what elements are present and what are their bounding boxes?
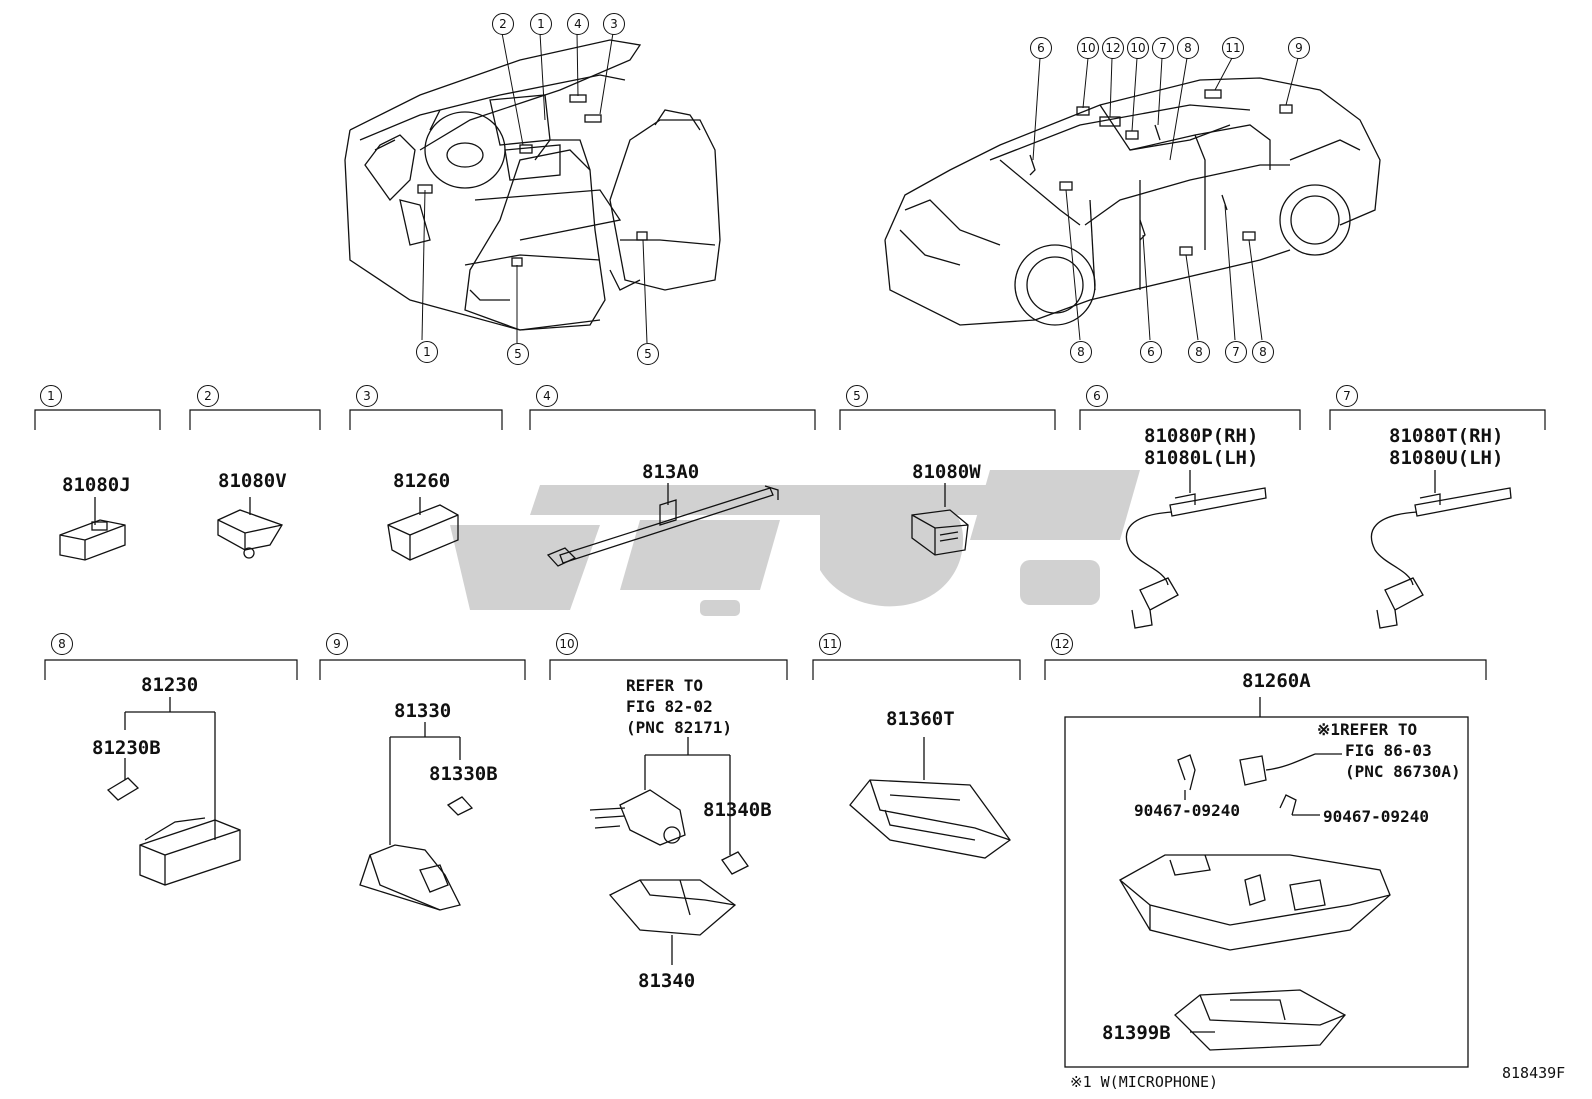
callout-6-exterior-bottom[interactable]: 6 — [1140, 341, 1162, 363]
part-813A0-drawing — [546, 483, 779, 567]
callout-10-exterior-a[interactable]: 10 — [1077, 37, 1099, 59]
part-number-81080U-lh[interactable]: 81080U(LH) — [1389, 447, 1504, 469]
note-refer-to-line2: FIG 86-03 — [1345, 741, 1432, 760]
part-number-81080P-rh[interactable]: 81080P(RH) — [1144, 425, 1259, 447]
callout-9-exterior[interactable]: 9 — [1288, 37, 1310, 59]
interior-leaders — [421, 32, 648, 344]
part-number-81080L-lh[interactable]: 81080L(LH) — [1144, 447, 1259, 469]
part-81080W-drawing — [911, 483, 969, 556]
callout-8-exterior-top[interactable]: 8 — [1177, 37, 1199, 59]
callout-1-interior-bottom[interactable]: 1 — [416, 341, 438, 363]
callout-10-exterior-b[interactable]: 10 — [1127, 37, 1149, 59]
part-number-81230[interactable]: 81230 — [141, 674, 199, 696]
part-number-81360T[interactable]: 81360T — [886, 708, 955, 730]
section-brackets-row2 — [44, 659, 1487, 680]
interior-view — [344, 39, 721, 331]
callout-5-interior-right[interactable]: 5 — [637, 343, 659, 365]
part-number-81230B[interactable]: 81230B — [92, 737, 161, 759]
part-81360T-drawing — [849, 737, 1011, 859]
section-callout-9[interactable]: 9 — [326, 633, 348, 655]
footnote-microphone: ※1 W(MICROPHONE) — [1070, 1073, 1219, 1091]
part-81230-drawing — [106, 697, 241, 886]
section-callout-6[interactable]: 6 — [1086, 385, 1108, 407]
part-number-81340B[interactable]: 81340B — [703, 799, 772, 821]
exterior-car-view — [884, 77, 1381, 326]
section-callout-2[interactable]: 2 — [197, 385, 219, 407]
part-number-81260[interactable]: 81260 — [393, 470, 451, 492]
section-callout-1[interactable]: 1 — [40, 385, 62, 407]
callout-2-interior[interactable]: 2 — [492, 13, 514, 35]
callout-3-interior[interactable]: 3 — [603, 13, 625, 35]
part-81080V-drawing — [217, 497, 283, 559]
part-81260-drawing — [387, 497, 459, 561]
part-number-81080T-rh[interactable]: 81080T(RH) — [1389, 425, 1504, 447]
section-callout-4[interactable]: 4 — [536, 385, 558, 407]
note-refer-to-line1: ※1REFER TO — [1317, 720, 1418, 739]
section-callout-11[interactable]: 11 — [819, 633, 841, 655]
callout-11-exterior[interactable]: 11 — [1222, 37, 1244, 59]
part-number-81080J[interactable]: 81080J — [62, 474, 131, 496]
callout-6-exterior-top[interactable]: 6 — [1030, 37, 1052, 59]
refer-to-line3: (PNC 82171) — [626, 718, 732, 737]
callout-1-interior-top[interactable]: 1 — [530, 13, 552, 35]
part-81080J-drawing — [59, 497, 126, 561]
part-number-90467-09240-right[interactable]: 90467-09240 — [1323, 807, 1429, 826]
section-brackets-row1 — [34, 409, 1546, 430]
part-81330-drawing — [359, 722, 474, 911]
section-callout-10[interactable]: 10 — [556, 633, 578, 655]
part-number-81330B[interactable]: 81330B — [429, 763, 498, 785]
part-81260A-drawing — [1064, 697, 1469, 1068]
section-callout-12[interactable]: 12 — [1051, 633, 1073, 655]
callout-7-exterior-bottom[interactable]: 7 — [1225, 341, 1247, 363]
note-refer-to-line3: (PNC 86730A) — [1345, 762, 1461, 781]
part-number-813A0[interactable]: 813A0 — [642, 461, 700, 483]
callout-4-interior[interactable]: 4 — [567, 13, 589, 35]
part-81080T-drawing — [1370, 470, 1512, 629]
part-number-81080W[interactable]: 81080W — [912, 461, 981, 483]
section-callout-3[interactable]: 3 — [356, 385, 378, 407]
part-number-81330[interactable]: 81330 — [394, 700, 452, 722]
callout-7-exterior-top[interactable]: 7 — [1152, 37, 1174, 59]
callout-8-exterior-a[interactable]: 8 — [1070, 341, 1092, 363]
callout-12-exterior[interactable]: 12 — [1102, 37, 1124, 59]
section-callout-8[interactable]: 8 — [51, 633, 73, 655]
callout-8-exterior-c[interactable]: 8 — [1252, 341, 1274, 363]
callout-5-interior-left[interactable]: 5 — [507, 343, 529, 365]
part-number-81399B[interactable]: 81399B — [1102, 1022, 1171, 1044]
exterior-leaders — [1032, 57, 1299, 341]
refer-to-line2: FIG 82-02 — [626, 697, 713, 716]
watermark-logo — [450, 470, 1140, 616]
figure-code: 818439F — [1502, 1064, 1566, 1082]
section-callout-5[interactable]: 5 — [846, 385, 868, 407]
part-81080P-drawing — [1125, 470, 1267, 629]
refer-to-line1: REFER TO — [626, 676, 704, 695]
section-callout-7[interactable]: 7 — [1336, 385, 1358, 407]
part-number-90467-09240-left[interactable]: 90467-09240 — [1134, 801, 1240, 820]
part-number-81340[interactable]: 81340 — [638, 970, 696, 992]
part-number-81260A[interactable]: 81260A — [1242, 670, 1311, 692]
callout-8-exterior-b[interactable]: 8 — [1188, 341, 1210, 363]
part-81340-drawing — [589, 737, 749, 965]
part-number-81080V[interactable]: 81080V — [218, 470, 287, 492]
